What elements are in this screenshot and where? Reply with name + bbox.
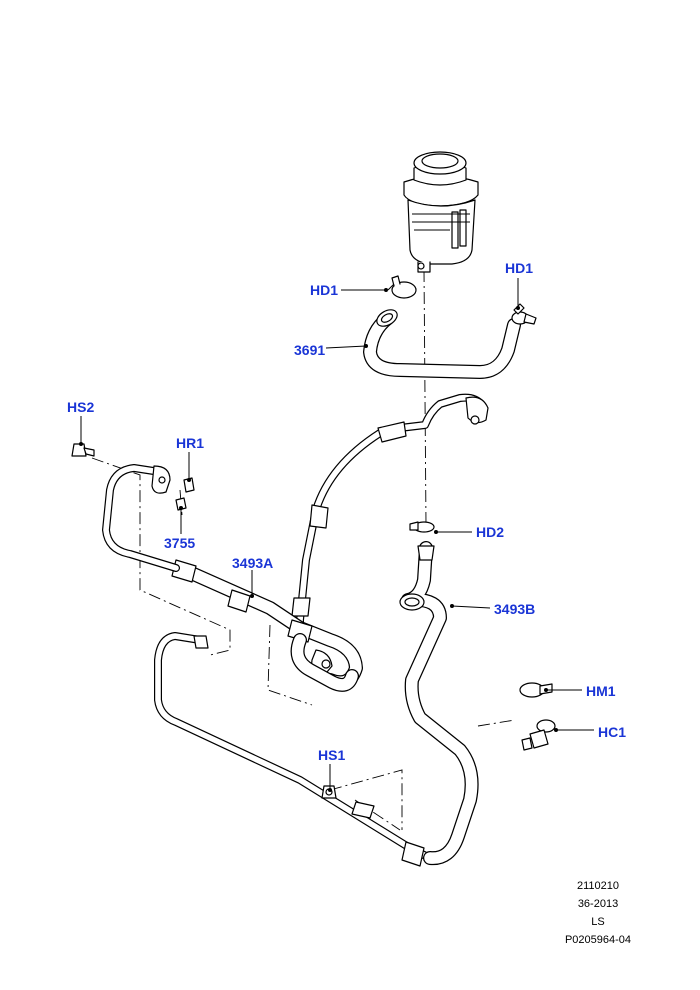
callout-hc1[interactable]: HC1 xyxy=(598,724,626,740)
reference-line-3: LS xyxy=(591,916,604,928)
reference-line-2: 36-2013 xyxy=(578,898,618,910)
pressure-line-horizontal xyxy=(171,559,363,692)
callout-hd1-left[interactable]: HD1 xyxy=(310,282,338,298)
clamp-hd2 xyxy=(409,521,435,533)
pressure-line-3493a xyxy=(291,393,489,644)
callout-hs2[interactable]: HS2 xyxy=(67,399,94,415)
clamp-hd1-right xyxy=(511,303,537,325)
cooler-pipe xyxy=(154,632,434,867)
reference-line-4: P0205964-04 xyxy=(565,934,631,946)
callout-3755[interactable]: 3755 xyxy=(164,535,195,551)
callout-hr1[interactable]: HR1 xyxy=(176,435,204,451)
callout-3493a[interactable]: 3493A xyxy=(232,555,273,571)
clamp-hd1-left xyxy=(387,275,417,299)
assembly-lines xyxy=(91,269,516,831)
return-pipe-3755 xyxy=(102,464,180,572)
callout-leaders xyxy=(79,278,594,792)
reference-block: 2110210 36-2013 LS P0205964-04 xyxy=(565,880,631,946)
bolt-hs1 xyxy=(321,785,337,799)
callout-hd1-right[interactable]: HD1 xyxy=(505,260,533,276)
clip-hc1 xyxy=(521,719,556,751)
callout-hm1[interactable]: HM1 xyxy=(586,683,616,699)
reference-line-1: 2110210 xyxy=(577,880,619,892)
return-hose-3493b xyxy=(399,541,479,866)
hose-3691 xyxy=(363,309,521,379)
callout-3493b[interactable]: 3493B xyxy=(494,601,535,617)
callout-hs1[interactable]: HS1 xyxy=(318,747,345,763)
retainer-hr1 xyxy=(175,477,195,511)
fluid-reservoir xyxy=(403,151,479,273)
callout-3691[interactable]: 3691 xyxy=(294,342,325,358)
bolt-hs2 xyxy=(71,443,95,457)
callout-hd2[interactable]: HD2 xyxy=(476,524,504,540)
